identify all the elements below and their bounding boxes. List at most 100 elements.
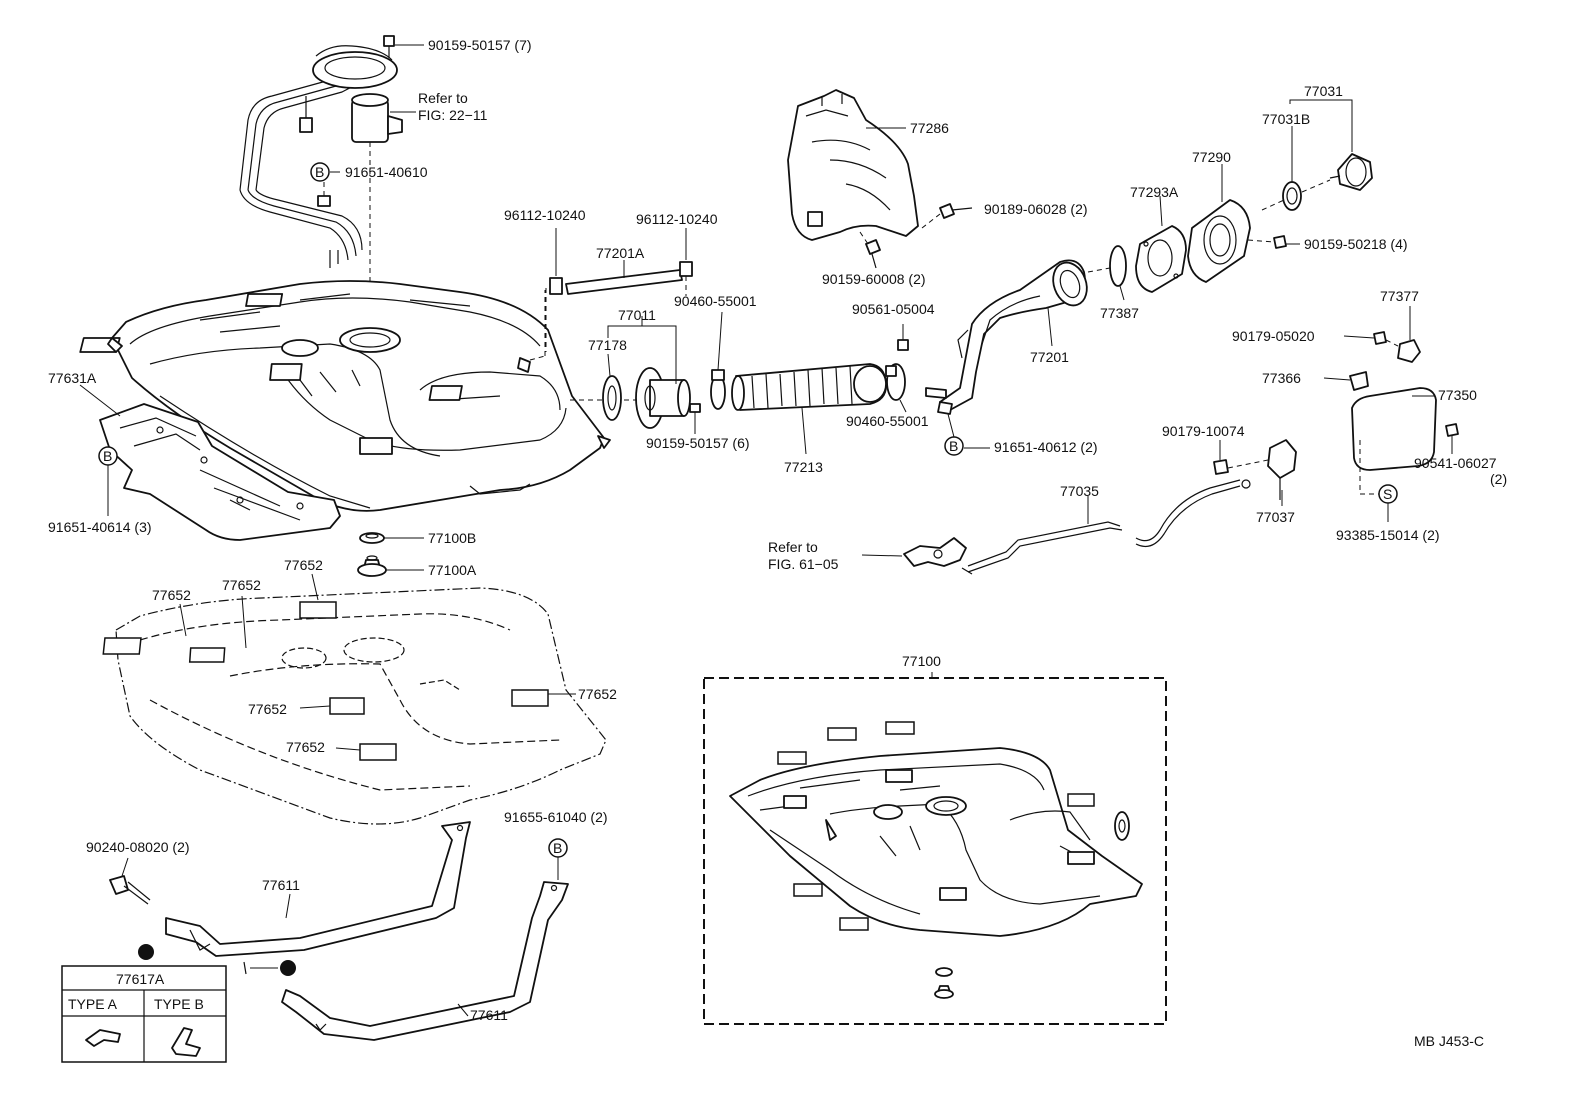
label-90179-05020: 90179-05020 <box>1232 328 1315 344</box>
nut-90179-10074 <box>1213 440 1269 475</box>
fuel-tank-upper <box>79 280 640 512</box>
label-91655-61040: 91655-61040 (2) <box>504 809 608 825</box>
label-77631A: 77631A <box>48 370 97 386</box>
label-90541-06027: 90541-06027 <box>1414 455 1497 471</box>
label-refer-fig-61-05-b: FIG. 61−05 <box>768 556 839 572</box>
label-77201: 77201 <box>1030 349 1069 365</box>
figure-code: MB J453-C <box>1414 1033 1484 1049</box>
inlet-box-77290 <box>1187 164 1251 283</box>
fuel-lid-77350 <box>1351 387 1437 495</box>
label-77652-top: 77652 <box>284 557 323 573</box>
label-77611-lower: 77611 <box>470 1007 508 1023</box>
strap-bolt-90240-08020 <box>109 857 151 905</box>
label-93385-15014: 93385-15014 (2) <box>1336 527 1440 543</box>
opener-lever <box>861 537 973 575</box>
label-refer-fig-22-11-a: Refer to <box>418 90 468 106</box>
label-90460-55001-b: 90460-55001 <box>846 413 929 429</box>
label-77035: 77035 <box>1060 483 1099 499</box>
tank-shield-plate <box>79 384 341 541</box>
label-77366: 77366 <box>1262 370 1301 386</box>
tank-assembly-77100 <box>703 672 1167 1025</box>
filler-gasket-77178 <box>602 375 622 421</box>
label-90159-50218: 90159-50218 (4) <box>1304 236 1408 252</box>
label-91651-40612: 91651-40612 (2) <box>994 439 1098 455</box>
assembly-bushings <box>934 811 1130 999</box>
filler-protector-77286 <box>787 89 919 241</box>
pad-77652-right <box>511 689 549 707</box>
label-77031: 77031 <box>1304 83 1343 99</box>
fuel-tank-lower-outline <box>115 587 607 825</box>
b-marker-91655-61040: B <box>548 838 568 858</box>
label-77031B: 77031B <box>1262 111 1310 127</box>
label-90159-50157-7: 90159-50157 (7) <box>428 37 532 53</box>
label-refer-fig-61-05-a: Refer to <box>768 539 818 555</box>
label-96112-10240-a: 96112-10240 <box>504 207 586 223</box>
label-77037: 77037 <box>1256 509 1295 525</box>
label-90179-10074: 90179-10074 <box>1162 423 1245 439</box>
bolt-90159-60008 <box>859 231 881 269</box>
filler-pipe-77201 <box>925 259 1088 415</box>
type-table-title: 77617A <box>116 971 165 987</box>
cushion-90541-06027 <box>1445 423 1459 454</box>
nut-90179-05020 <box>1343 331 1399 347</box>
lock-77037 <box>1267 439 1297 506</box>
type-table-col-a: TYPE A <box>68 996 118 1012</box>
nut-90561-05004 <box>897 324 909 351</box>
b-marker-letter: B <box>553 840 562 856</box>
b-marker-letter: B <box>949 438 958 454</box>
label-77201A: 77201A <box>596 245 645 261</box>
label-90460-55001-a: 90460-55001 <box>674 293 757 309</box>
fuel-cap-77031 <box>1261 99 1373 211</box>
label-77611-upper: 77611 <box>262 877 300 893</box>
filler-hose-77213 <box>731 363 887 455</box>
s-marker-letter: S <box>1383 486 1392 502</box>
label-77652-mid: 77652 <box>222 577 261 593</box>
label-77100: 77100 <box>902 653 941 669</box>
label-90561-05004: 90561-05004 <box>852 301 935 317</box>
label-77377: 77377 <box>1380 288 1419 304</box>
hose-clamp-90460-55001-b <box>885 363 907 413</box>
label-90240-08020: 90240-08020 (2) <box>86 839 190 855</box>
b-marker-91651-40612: B <box>944 436 964 456</box>
label-77178: 77178 <box>588 337 627 353</box>
label-90159-50157-6: 90159-50157 (6) <box>646 435 750 451</box>
gasket-77293a <box>1135 195 1187 293</box>
fuel-lines-pump-assembly <box>239 35 424 330</box>
label-91651-40614: 91651-40614 (3) <box>48 519 152 535</box>
pad-77652-bottom <box>359 743 397 761</box>
label-77652-bottom: 77652 <box>286 739 325 755</box>
b-marker-91651-40614: B <box>98 446 118 466</box>
pad-77652-mid <box>188 647 226 663</box>
clip-type-b-icon <box>171 1027 201 1057</box>
label-90159-60008: 90159-60008 (2) <box>822 271 926 287</box>
flange-bolt-90159-50157-6 <box>689 403 701 434</box>
clip-type-a-icon <box>85 1029 121 1047</box>
label-96112-10240-b: 96112-10240 <box>636 211 718 227</box>
label-91651-40610: 91651-40610 <box>345 164 428 180</box>
snap-ring-77387 <box>1087 245 1127 301</box>
label-77213: 77213 <box>784 459 823 475</box>
clip-marker-dots <box>138 944 296 976</box>
b-marker-letter: B <box>315 164 324 180</box>
lid-spring-77366 <box>1323 371 1369 391</box>
label-90541-06027-qty: (2) <box>1490 471 1507 487</box>
label-77286: 77286 <box>910 120 949 136</box>
label-77100A: 77100A <box>428 562 477 578</box>
label-77100B: 77100B <box>428 530 476 546</box>
label-77011: 77011 <box>618 307 656 323</box>
tank-strap-lower <box>281 881 569 1041</box>
s-marker-93385-15014: S <box>1378 484 1398 504</box>
type-table-col-b: TYPE B <box>154 996 204 1012</box>
hose-clamp-90460-55001-a <box>710 311 726 410</box>
label-77652-lower: 77652 <box>248 701 287 717</box>
label-refer-fig-22-11-b: FIG: 22−11 <box>418 107 488 123</box>
b-marker-letter: B <box>103 448 112 464</box>
opener-cable-77035 <box>967 479 1251 573</box>
label-77350: 77350 <box>1438 387 1477 403</box>
pad-77652-lower <box>329 697 365 715</box>
tank-strap-upper <box>165 821 471 957</box>
label-77652-left: 77652 <box>152 587 191 603</box>
hinge-77377 <box>1397 306 1421 363</box>
bolt-90159-50218 <box>1247 235 1300 249</box>
filler-flange-77011 <box>635 367 691 429</box>
